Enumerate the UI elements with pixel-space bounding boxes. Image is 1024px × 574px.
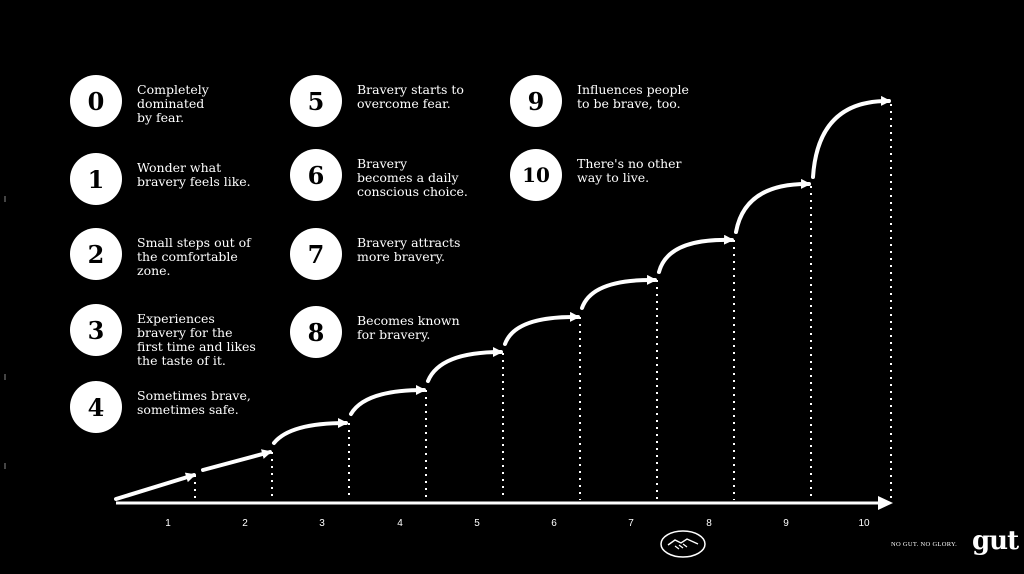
axis-label-7: 7 [628, 518, 634, 529]
step-7: 7 Bravery attracts more bravery. [290, 228, 492, 280]
axis-label-1: 1 [165, 518, 171, 529]
axis-label-10: 10 [858, 518, 870, 529]
growth-arrow-9 [734, 178, 811, 234]
step-0: 0 Completely dominated by fear. [70, 75, 272, 127]
step-10: 10 There's no other way to live. [510, 149, 712, 201]
step-3: 3 Experiences bravery for the first time… [70, 304, 272, 368]
step-2-badge: 2 [70, 228, 122, 280]
step-4: 4 Sometimes brave, sometimes safe. [70, 381, 272, 433]
step-2-text: Small steps out of the comfortable zone. [137, 235, 251, 278]
growth-arrow-4 [349, 385, 426, 416]
growth-arrow-5 [426, 347, 503, 383]
axis-label-3: 3 [319, 518, 325, 529]
growth-arrow-6 [503, 311, 580, 346]
step-5: 5 Bravery starts to overcome fear. [290, 75, 492, 127]
step-4-badge: 4 [70, 381, 122, 433]
handshake-icon [660, 530, 706, 558]
step-1-badge: 1 [70, 153, 122, 205]
growth-arrow-1 [114, 472, 196, 501]
brand-logo: gut [972, 526, 1019, 556]
step-6-text: Bravery becomes a daily conscious choice… [357, 156, 468, 199]
step-0-text: Completely dominated by fear. [137, 82, 209, 125]
step-9-text: Influences people to be brave, too. [577, 82, 689, 111]
step-8: 8 Becomes known for bravery. [290, 306, 492, 358]
step-10-text: There's no other way to live. [577, 156, 682, 185]
step-1: 1 Wonder what bravery feels like. [70, 153, 272, 205]
axis-arrowhead [878, 496, 893, 510]
step-2: 2 Small steps out of the comfortable zon… [70, 228, 272, 280]
step-8-text: Becomes known for bravery. [357, 313, 460, 342]
step-6-badge: 6 [290, 149, 342, 201]
growth-arrow-8 [657, 234, 734, 274]
growth-arrow-10 [811, 95, 891, 179]
step-0-badge: 0 [70, 75, 122, 127]
step-1-text: Wonder what bravery feels like. [137, 160, 251, 189]
growth-arrow-3 [272, 418, 348, 445]
axis-label-5: 5 [474, 518, 480, 529]
axis-label-4: 4 [397, 518, 403, 529]
growth-arrow-2 [201, 449, 272, 472]
side-mark [4, 463, 6, 469]
step-7-text: Bravery attracts more bravery. [357, 235, 461, 264]
step-9-badge: 9 [510, 75, 562, 127]
step-9: 9 Influences people to be brave, too. [510, 75, 712, 127]
step-3-text: Experiences bravery for the first time a… [137, 311, 256, 368]
step-7-badge: 7 [290, 228, 342, 280]
growth-arrow-7 [580, 274, 657, 310]
step-5-badge: 5 [290, 75, 342, 127]
step-6: 6 Bravery becomes a daily conscious choi… [290, 149, 492, 201]
axis-label-2: 2 [242, 518, 248, 529]
step-3-badge: 3 [70, 304, 122, 356]
step-5-text: Bravery starts to overcome fear. [357, 82, 464, 111]
axis-label-6: 6 [551, 518, 557, 529]
step-4-text: Sometimes brave, sometimes safe. [137, 388, 251, 417]
step-8-badge: 8 [290, 306, 342, 358]
side-mark [4, 196, 6, 202]
footer-tagline: NO GUT. NO GLORY. [891, 541, 958, 548]
axis-label-8: 8 [706, 518, 712, 529]
axis-label-9: 9 [783, 518, 789, 529]
side-mark [4, 374, 6, 380]
step-10-badge: 10 [510, 149, 562, 201]
